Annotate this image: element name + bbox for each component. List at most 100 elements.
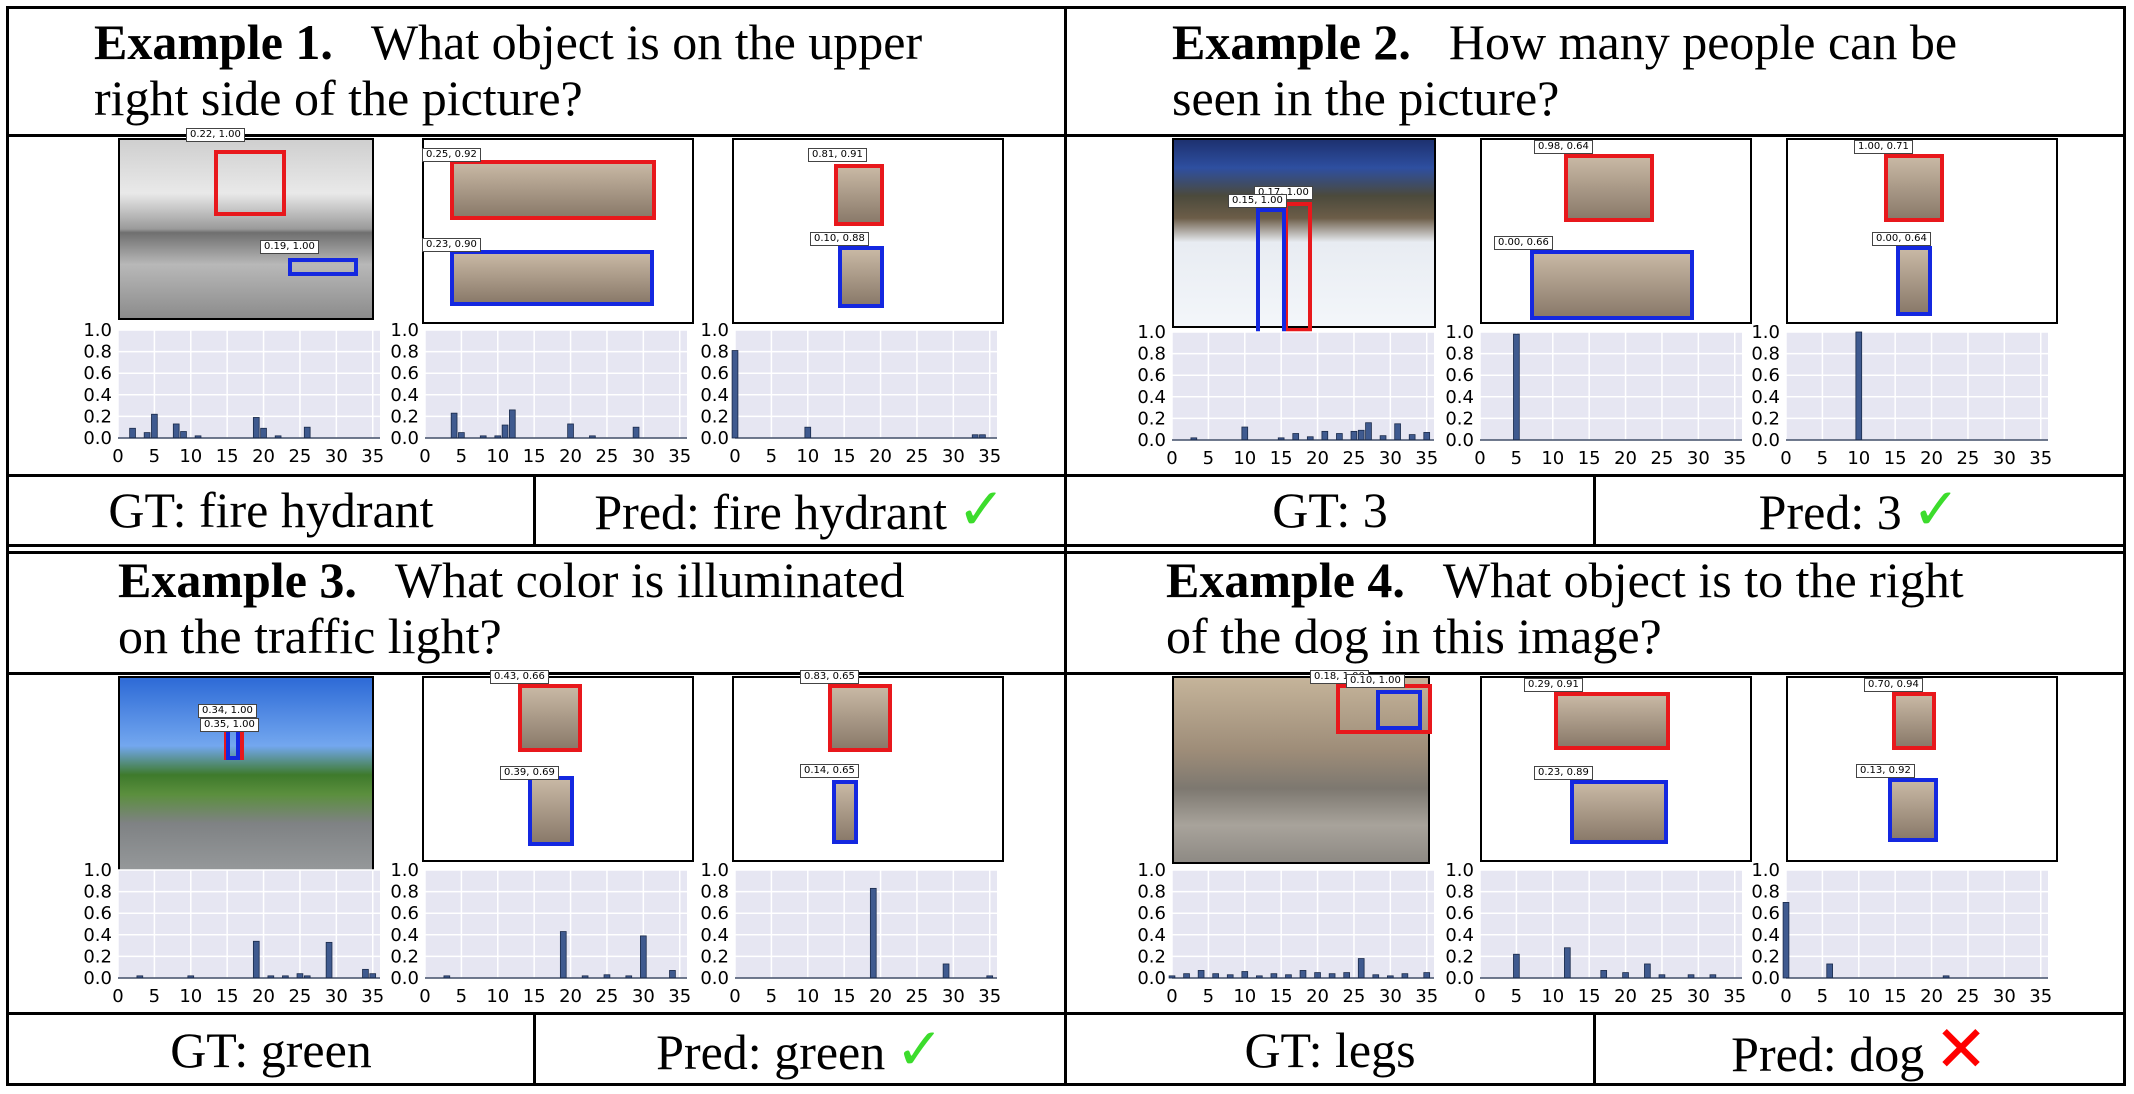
x-tick-label: 15 bbox=[1578, 448, 1601, 469]
example-4-label: Example 4. bbox=[1166, 552, 1405, 608]
box-score-label: 0.14, 0.65 bbox=[800, 764, 859, 778]
checkmark-icon: ✓ bbox=[895, 1017, 944, 1082]
blue-bounding-box bbox=[832, 780, 858, 844]
y-tick-label: 0.4 bbox=[1445, 387, 1474, 408]
y-tick-label: 1.0 bbox=[700, 860, 729, 881]
x-tick-label: 35 bbox=[668, 986, 691, 1007]
divider-v-foot4 bbox=[1593, 1012, 1596, 1086]
x-tick-label: 35 bbox=[2029, 448, 2052, 469]
bar bbox=[1212, 973, 1219, 979]
bar bbox=[669, 970, 676, 979]
y-tick-label: 1.0 bbox=[390, 860, 419, 881]
x-tick-label: 15 bbox=[216, 986, 239, 1007]
x-tick-label: 0 bbox=[1780, 448, 1791, 469]
x-tick-label: 25 bbox=[595, 986, 618, 1007]
bar bbox=[559, 931, 567, 979]
y-tick-label: 0.4 bbox=[1751, 925, 1780, 946]
y-tick-label: 0.2 bbox=[700, 946, 729, 967]
red-bounding-box bbox=[1284, 202, 1312, 332]
x-tick-label: 25 bbox=[1650, 448, 1673, 469]
plot-background bbox=[1172, 870, 1434, 978]
x-tick-label: 15 bbox=[523, 446, 546, 467]
gt-text: GT: legs bbox=[1244, 1022, 1416, 1078]
x-tick-label: 25 bbox=[905, 986, 928, 1007]
example-3-pred: Pred: green✓ bbox=[536, 1020, 1064, 1082]
y-tick-label: 0.8 bbox=[390, 882, 419, 903]
x-tick-label: 10 bbox=[1541, 448, 1564, 469]
bar bbox=[296, 973, 304, 979]
x-tick-label: 10 bbox=[1541, 986, 1564, 1007]
y-tick-label: 1.0 bbox=[1751, 322, 1780, 343]
x-tick-label: 10 bbox=[1847, 448, 1870, 469]
x-tick-label: 25 bbox=[595, 446, 618, 467]
checkmark-icon: ✓ bbox=[1911, 477, 1961, 542]
bar bbox=[1782, 902, 1790, 979]
x-tick-label: 15 bbox=[1270, 448, 1293, 469]
divider-v-center bbox=[1064, 6, 1067, 1086]
bar bbox=[1336, 433, 1343, 441]
x-tick-label: 20 bbox=[559, 446, 582, 467]
box-score-label: 0.81, 0.91 bbox=[808, 148, 867, 162]
box-score-label: 0.23, 0.90 bbox=[422, 238, 481, 252]
box-score-label: 0.83, 0.65 bbox=[800, 670, 859, 684]
x-tick-label: 30 bbox=[632, 986, 655, 1007]
divider-v-foot1 bbox=[533, 474, 536, 544]
y-tick-label: 0.0 bbox=[83, 428, 112, 449]
x-tick-label: 5 bbox=[1817, 448, 1828, 469]
y-tick-label: 1.0 bbox=[1751, 860, 1780, 881]
bar bbox=[1423, 432, 1431, 441]
bar bbox=[632, 426, 640, 439]
box-score-label: 0.29, 0.91 bbox=[1524, 678, 1583, 692]
box-score-label: 0.35, 1.00 bbox=[200, 718, 259, 732]
x-tick-label: 30 bbox=[632, 446, 655, 467]
bar bbox=[1423, 972, 1431, 979]
x-tick-label: 30 bbox=[325, 986, 348, 1007]
blue-bounding-box bbox=[1896, 246, 1932, 316]
x-tick-label: 15 bbox=[1578, 986, 1601, 1007]
box-score-label: 0.10, 1.00 bbox=[1346, 674, 1405, 688]
bar bbox=[509, 409, 516, 439]
x-tick-label: 15 bbox=[216, 446, 239, 467]
x-tick-label: 0 bbox=[112, 446, 123, 467]
example-1-title: Example 1.What object is on the upper ri… bbox=[94, 14, 922, 126]
x-tick-label: 0 bbox=[1166, 448, 1177, 469]
example-4-title: Example 4.What object is to the right of… bbox=[1166, 552, 1964, 664]
x-tick-label: 20 bbox=[1306, 986, 1329, 1007]
y-tick-label: 0.2 bbox=[390, 946, 419, 967]
x-tick-label: 20 bbox=[252, 446, 275, 467]
bar bbox=[1394, 423, 1401, 441]
y-tick-label: 0.6 bbox=[700, 903, 729, 924]
bar bbox=[731, 350, 739, 439]
y-tick-label: 0.6 bbox=[1137, 903, 1166, 924]
box-score-label: 1.00, 0.71 bbox=[1854, 140, 1913, 154]
plot-background bbox=[735, 330, 997, 438]
x-tick-label: 10 bbox=[1847, 986, 1870, 1007]
y-tick-label: 0.4 bbox=[390, 385, 419, 406]
x-tick-label: 0 bbox=[419, 986, 430, 1007]
blue-bounding-box bbox=[1376, 690, 1422, 730]
y-tick-label: 0.2 bbox=[83, 946, 112, 967]
x-tick-label: 5 bbox=[456, 446, 467, 467]
x-tick-label: 15 bbox=[833, 986, 856, 1007]
x-tick-label: 30 bbox=[1687, 986, 1710, 1007]
y-tick-label: 0.2 bbox=[83, 406, 112, 427]
x-tick-label: 25 bbox=[1342, 986, 1365, 1007]
bar bbox=[303, 426, 311, 439]
box-score-label: 0.15, 1.00 bbox=[1228, 194, 1287, 208]
bar bbox=[1241, 971, 1249, 979]
x-tick-label: 30 bbox=[942, 446, 965, 467]
y-tick-label: 0.8 bbox=[1751, 344, 1780, 365]
y-tick-label: 0.6 bbox=[83, 903, 112, 924]
y-tick-label: 0.4 bbox=[1751, 387, 1780, 408]
x-tick-label: 35 bbox=[361, 446, 384, 467]
bar bbox=[1826, 963, 1833, 979]
y-tick-label: 0.4 bbox=[1445, 925, 1474, 946]
